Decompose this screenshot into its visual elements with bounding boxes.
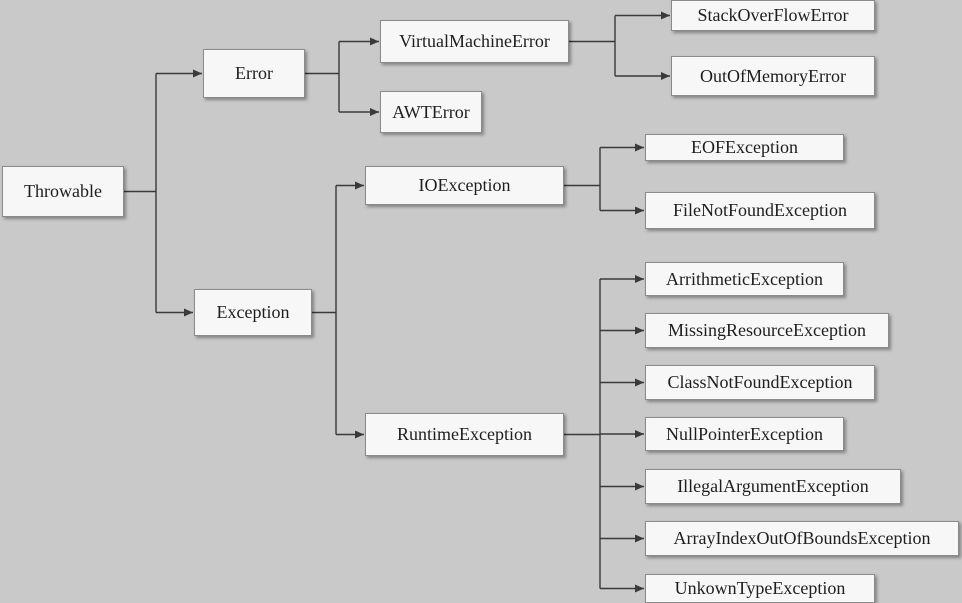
node-runtimeexception: RuntimeException [365,413,564,456]
node-eofexception: EOFException [645,134,844,161]
node-outofmemoryerror: OutOfMemoryError [671,56,875,96]
node-classnotfoundexception: ClassNotFoundException [645,365,875,400]
node-arrithmeticexception: ArrithmeticException [645,262,844,296]
node-illegalargumentexception: IllegalArgumentException [645,469,901,504]
node-ioexception: IOException [365,166,564,205]
node-throwable: Throwable [2,166,124,217]
node-unkowntypeexception: UnkownTypeException [645,574,875,603]
node-arrayindexoutofboundsexception: ArrayIndexOutOfBoundsException [645,521,959,556]
node-error: Error [203,49,305,98]
node-stackoverflowerror: StackOverFlowError [671,0,875,31]
node-exception: Exception [194,289,312,336]
node-nullpointerexception: NullPointerException [645,417,844,451]
node-filenotfoundexception: FileNotFoundException [645,192,875,229]
node-virtualmachineerror: VirtualMachineError [380,20,569,63]
node-awterror: AWTError [380,91,482,133]
node-missingresourceexception: MissingResourceException [645,313,889,348]
